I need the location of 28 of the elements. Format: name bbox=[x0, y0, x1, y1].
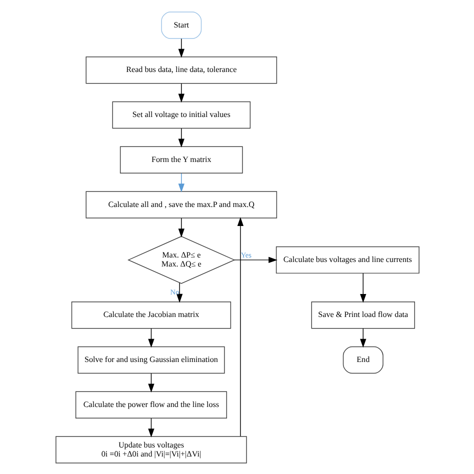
node-box: Solve for and using Gaussian elimination bbox=[77, 346, 224, 374]
node-box: Calculate bus voltages and line currents bbox=[275, 246, 419, 274]
edge-label: No bbox=[170, 286, 179, 296]
node-box: Read bus data, line data, tolerance bbox=[85, 56, 277, 84]
node-box: Calculate the Jacobian matrix bbox=[70, 301, 231, 328]
arrow bbox=[178, 172, 184, 192]
arrow bbox=[148, 328, 154, 348]
node-box: Set all voltage to initial values bbox=[112, 100, 250, 128]
arrow bbox=[148, 418, 154, 437]
arrow bbox=[360, 272, 366, 302]
arrow bbox=[176, 282, 182, 302]
arrow bbox=[178, 82, 184, 102]
node-box: Calculate all and , save the max.P and max.Q bbox=[85, 190, 277, 218]
node-box: End bbox=[342, 346, 383, 374]
arrow bbox=[178, 128, 184, 148]
node-diamond: Max. ΔP≤ e Max. ΔQ≤ e bbox=[127, 236, 235, 284]
node-box: Start bbox=[160, 11, 202, 38]
arrow bbox=[360, 328, 366, 348]
node-box: Save & Print load flow data bbox=[310, 301, 414, 328]
arrow bbox=[178, 217, 184, 237]
edge-label: Yes bbox=[240, 250, 252, 260]
arrow bbox=[234, 256, 277, 263]
node-box: Form the Y matrix bbox=[119, 146, 242, 173]
node-box: Calculate the power flow and the line loss bbox=[74, 390, 227, 418]
arrow bbox=[236, 216, 244, 436]
arrow bbox=[178, 38, 184, 58]
arrow bbox=[148, 372, 154, 392]
node-box: Update bus voltages 0i =0i +Δ0i and |Vi|=|Vi|+|ΔVi| bbox=[55, 436, 246, 463]
